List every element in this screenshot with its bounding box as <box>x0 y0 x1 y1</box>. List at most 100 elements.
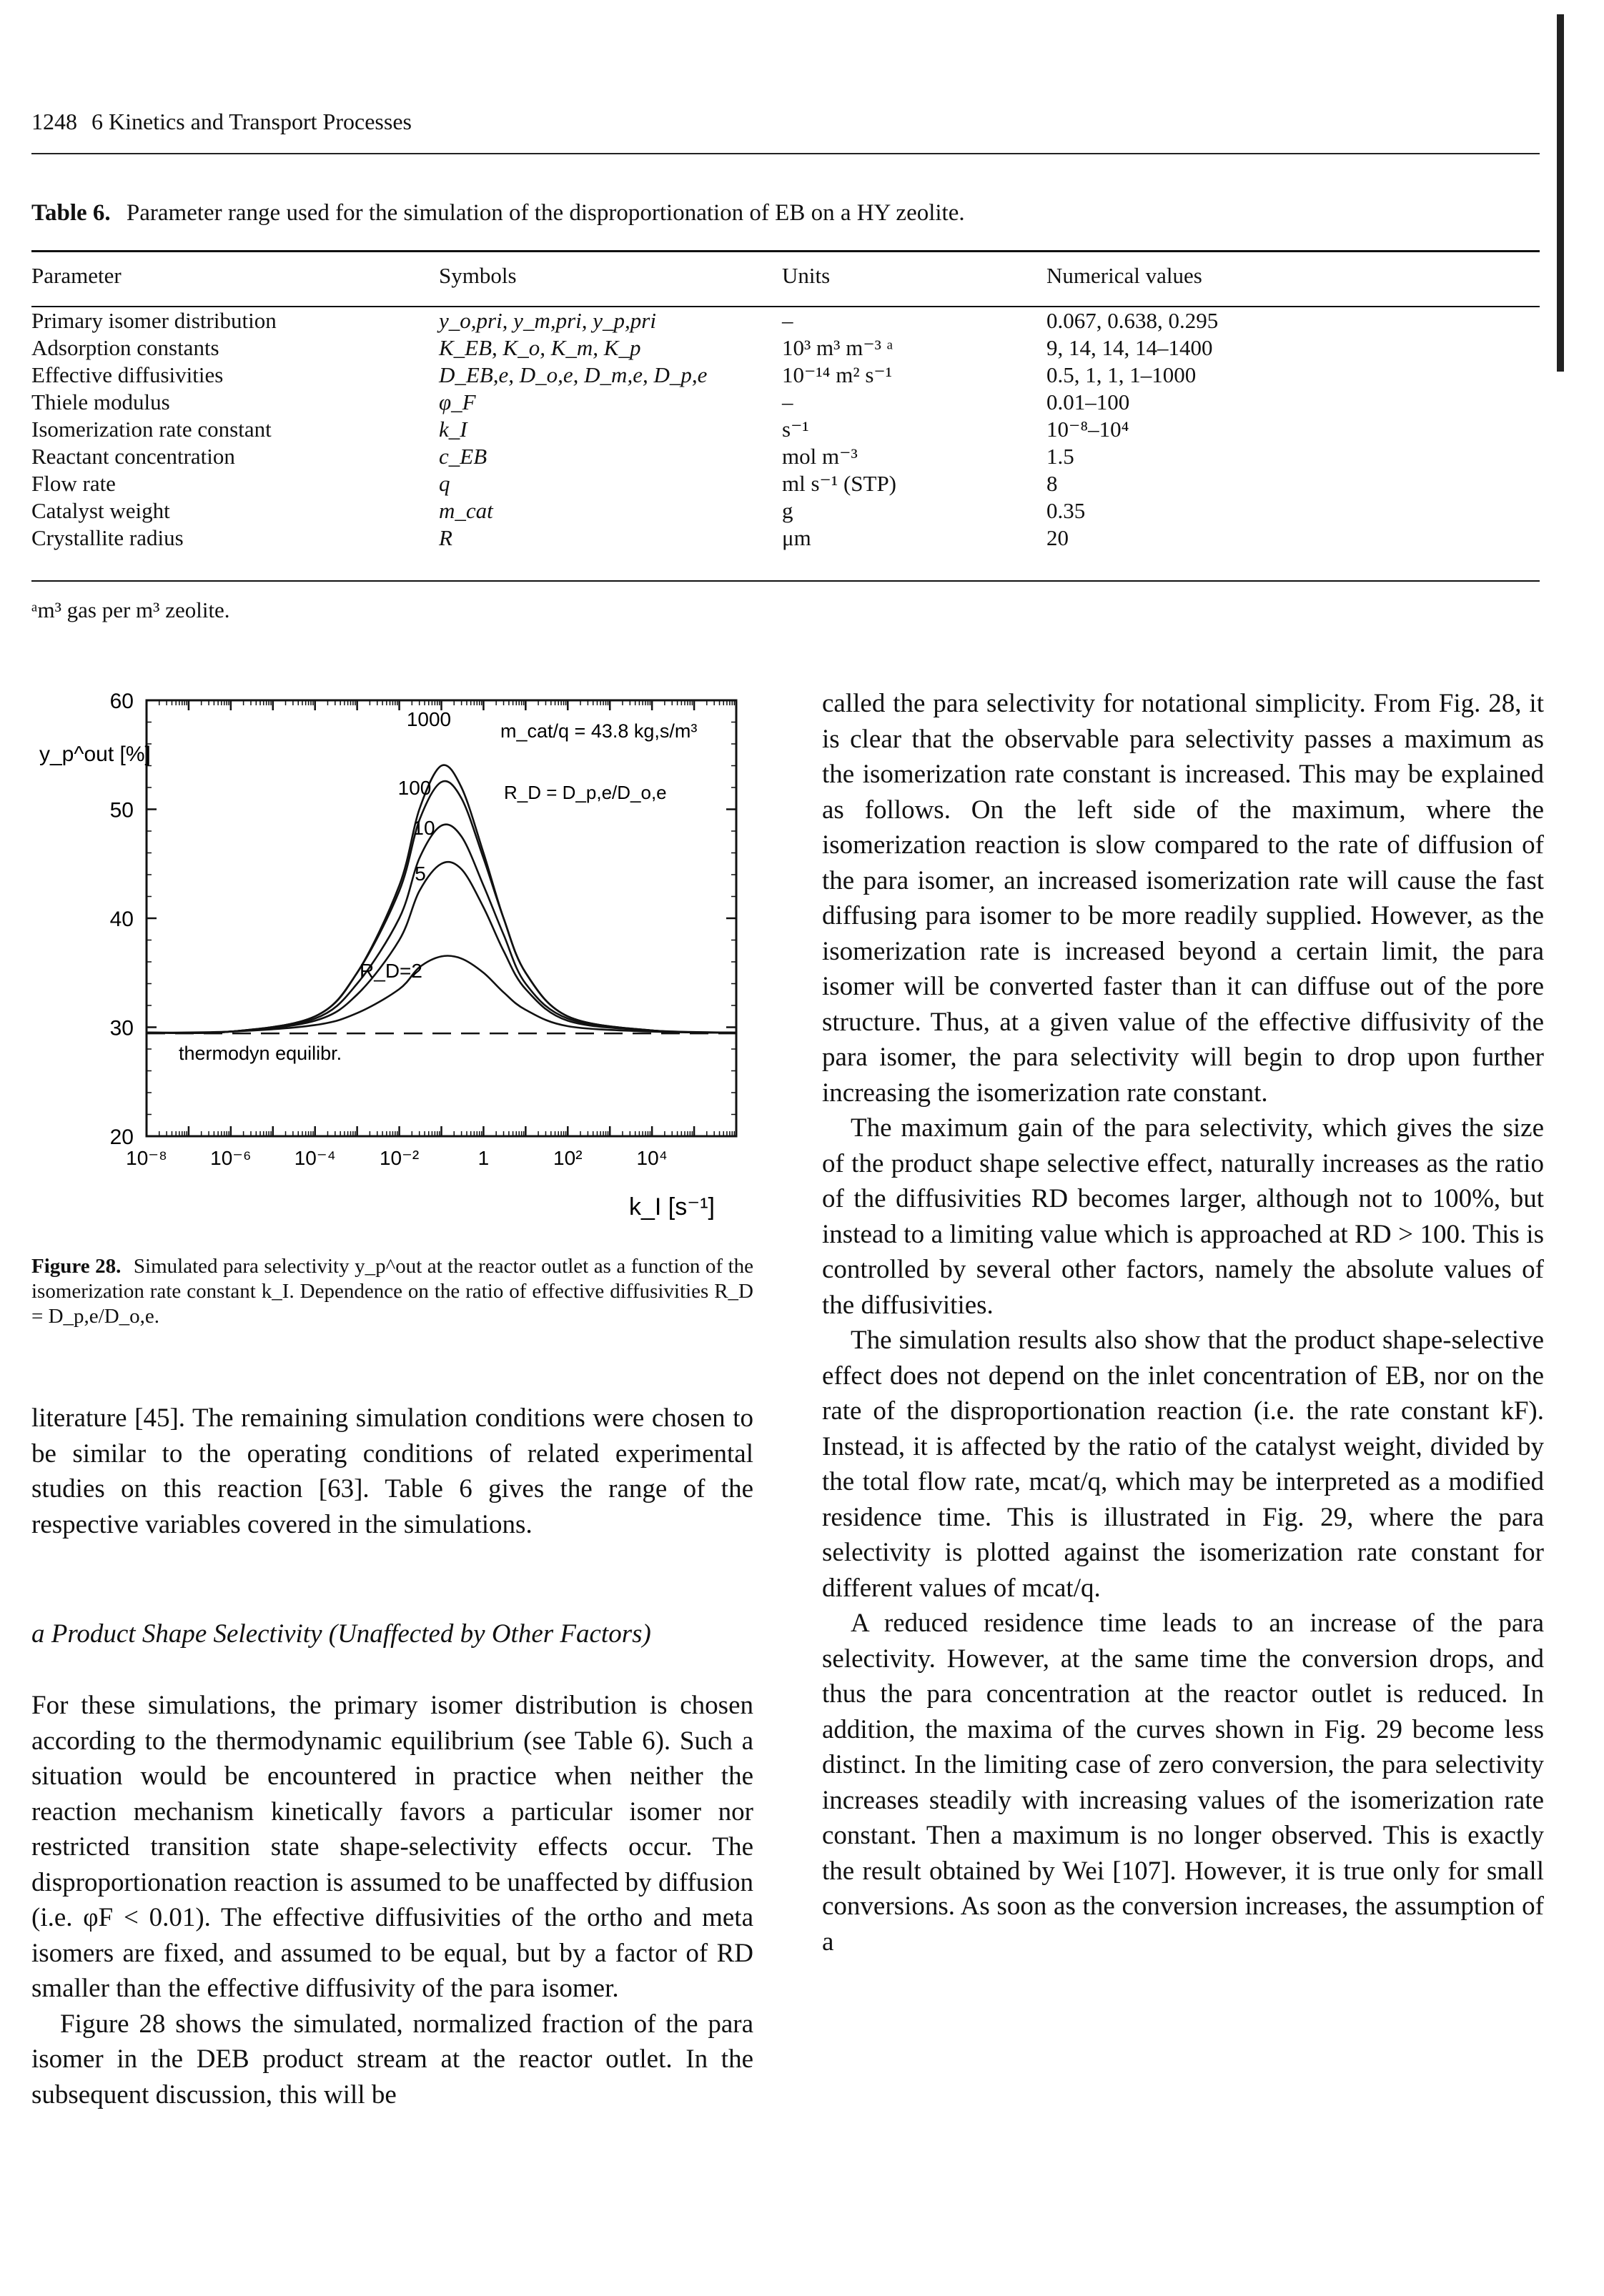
table-cell: Effective diffusivities <box>31 362 224 387</box>
parameter-table: Parameter Symbols Units Numerical values… <box>31 259 1540 552</box>
series-label: 100 <box>398 777 432 799</box>
paragraph: A reduced residence time leads to an inc… <box>822 1609 1544 1957</box>
table-cell: 1.5 <box>1046 444 1074 469</box>
x-tick-label: 10⁻² <box>380 1147 419 1169</box>
table-header-rule <box>31 306 1540 307</box>
table-row: Reactant concentration c_EB mol m⁻³ 1.5 <box>31 443 1540 470</box>
figure-label: Figure 28. <box>31 1255 122 1278</box>
equilibrium-label: thermodyn equilibr. <box>179 1043 342 1064</box>
table-cell: Isomerization rate constant <box>31 417 272 442</box>
table-cell: 8 <box>1046 471 1058 496</box>
table-cell: 10⁻⁸–10⁴ <box>1046 417 1129 442</box>
residence-time-label: m_cat/q = 43.8 kg,s/m³ <box>500 720 697 742</box>
table-cell: Adsorption constants <box>31 335 219 360</box>
table-cell: s⁻¹ <box>782 417 809 442</box>
figure-caption: Figure 28. Simulated para selectivity y_… <box>31 1254 753 1329</box>
table-cell: R <box>439 525 452 550</box>
paragraph: called the para selectivity for notation… <box>822 689 1544 1108</box>
table-cell: k_I <box>439 417 467 442</box>
y-tick-label: 50 <box>110 799 134 823</box>
table-header-row: Parameter Symbols Units Numerical values <box>31 259 1540 293</box>
series-label: 5 <box>415 863 426 885</box>
table-top-rule <box>31 250 1540 252</box>
y-tick-label: 60 <box>110 690 134 713</box>
column-header: Parameter <box>31 263 122 288</box>
table-cell: – <box>782 308 793 333</box>
x-tick-label: 10² <box>553 1147 582 1169</box>
section-heading: a Product Shape Selectivity (Unaffected … <box>31 1619 651 1649</box>
scan-edge <box>1557 14 1564 372</box>
figure-caption-text: Simulated para selectivity y_p^out at th… <box>31 1255 754 1328</box>
series-label: 10 <box>412 817 435 839</box>
table-cell: c_EB <box>439 444 487 469</box>
table-row: Isomerization rate constant k_I s⁻¹ 10⁻⁸–10… <box>31 416 1540 443</box>
series-curve <box>146 780 737 1035</box>
series-label: 1000 <box>407 708 451 730</box>
paragraph: The maximum gain of the para selectivity… <box>822 1113 1544 1320</box>
table-cell: ml s⁻¹ (STP) <box>782 471 897 496</box>
x-axis-label: k_I [s⁻¹] <box>629 1193 715 1221</box>
x-tick-label: 1 <box>478 1147 490 1169</box>
table-cell: 10³ m³ m⁻³ ᵃ <box>782 335 893 360</box>
paragraph: literature [45]. The remaining simulatio… <box>31 1403 753 1539</box>
table-cell: Catalyst weight <box>31 498 170 523</box>
table-cell: 0.35 <box>1046 498 1086 523</box>
series-curve <box>146 860 737 1034</box>
table-cell: g <box>782 498 793 523</box>
y-tick-label: 20 <box>110 1125 134 1149</box>
paragraph: The simulation results also show that th… <box>822 1326 1544 1603</box>
right-column: called the para selectivity for notation… <box>822 686 1544 1959</box>
column-header: Units <box>782 263 831 288</box>
series-curve <box>146 764 737 1035</box>
table-cell: 0.5, 1, 1, 1–1000 <box>1046 362 1197 387</box>
table-cell: Crystallite radius <box>31 525 184 550</box>
table-label: Table 6. <box>31 200 111 226</box>
left-column-continued: For these simulations, the primary isome… <box>31 1688 753 2112</box>
table-cell: Reactant concentration <box>31 444 235 469</box>
table-cell: mol m⁻³ <box>782 444 858 469</box>
table-cell: Thiele modulus <box>31 389 170 414</box>
paragraph: For these simulations, the primary isome… <box>31 1691 753 2003</box>
table-cell: K_EB, K_o, K_m, K_p <box>439 335 641 360</box>
table-cell: Primary isomer distribution <box>31 308 277 333</box>
y-tick-label: 40 <box>110 908 134 931</box>
column-header: Numerical values <box>1046 263 1202 288</box>
series-label: R_D=2 <box>360 960 422 982</box>
series-curve <box>146 955 737 1034</box>
table-cell: φ_F <box>439 389 476 414</box>
paragraph: Figure 28 shows the simulated, normalize… <box>31 2009 753 2109</box>
table-row: Adsorption constants K_EB, K_o, K_m, K_p 1… <box>31 334 1540 362</box>
table-cell: m_cat <box>439 498 493 523</box>
x-tick-label: 10⁻⁸ <box>126 1147 167 1169</box>
table-cell: – <box>782 389 793 414</box>
y-tick-label: 30 <box>110 1017 134 1040</box>
y-axis-label: y_p^out [%] <box>39 742 151 766</box>
table-cell: Flow rate <box>31 471 116 496</box>
header-rule <box>31 153 1540 154</box>
table-row: Thiele modulus φ_F – 0.01–100 <box>31 389 1540 416</box>
table-footnote: ᵃm³ gas per m³ zeolite. <box>31 597 230 622</box>
table-cell: 0.067, 0.638, 0.295 <box>1046 308 1219 333</box>
x-tick-label: 10⁴ <box>637 1147 668 1169</box>
column-header: Symbols <box>439 263 517 288</box>
table-cell: 10⁻¹⁴ m² s⁻¹ <box>782 362 893 387</box>
table-cell: q <box>439 471 450 496</box>
table-row: Effective diffusivities D_EB,e, D_o,e, D_… <box>31 362 1540 389</box>
table-cell: μm <box>782 525 811 550</box>
table-cell: 20 <box>1046 525 1069 550</box>
table-caption-text: Parameter range used for the simulation … <box>126 200 965 226</box>
series-curve <box>146 823 737 1034</box>
table-row: Flow rate q ml s⁻¹ (STP) 8 <box>31 470 1540 497</box>
table-cell: D_EB,e, D_o,e, D_m,e, D_p,e <box>439 362 708 387</box>
running-header: 1248 6 Kinetics and Transport Processes <box>31 109 412 135</box>
page-number: 1248 <box>31 109 77 134</box>
left-column: literature [45]. The remaining simulatio… <box>31 1401 753 1542</box>
table-cell: 0.01–100 <box>1046 389 1130 414</box>
table-row: Catalyst weight m_cat g 0.35 <box>31 497 1540 525</box>
table-bottom-rule <box>31 580 1540 582</box>
diffusivity-ratio-label: R_D = D_p,e/D_o,e <box>504 782 667 803</box>
